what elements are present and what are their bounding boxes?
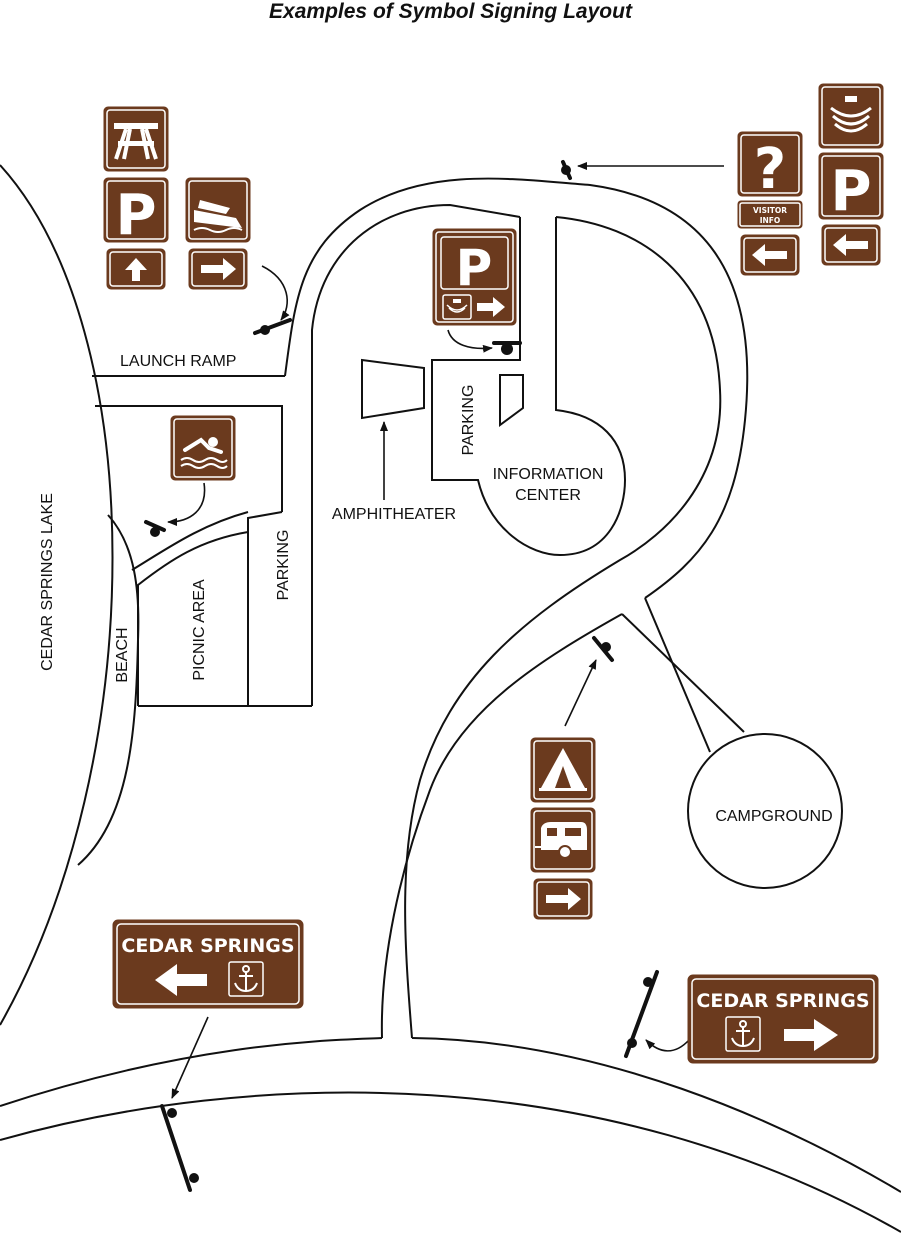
- arrow-left-icon: [821, 224, 881, 266]
- guide-sign-right: CEDAR SPRINGS: [687, 974, 879, 1064]
- parking-center-label: PARKING: [460, 385, 477, 456]
- cedar-springs-lake: [0, 164, 114, 1026]
- guide-sign-right-text: CEDAR SPRINGS: [696, 990, 869, 1012]
- arrow-right-icon: [188, 248, 248, 290]
- launch-ramp-label: LAUNCH RAMP: [120, 353, 236, 370]
- page-title: Examples of Symbol Signing Layout: [269, 0, 632, 23]
- main-road-outer: [284, 177, 749, 599]
- svg-text:INFO: INFO: [760, 216, 781, 225]
- beach-area: [77, 514, 140, 866]
- svg-text:P: P: [456, 239, 493, 297]
- picnic-area-label: PICNIC AREA: [191, 579, 208, 681]
- sign-post-icon: [561, 160, 572, 180]
- highway: [0, 1037, 383, 1107]
- svg-text:VISITOR: VISITOR: [753, 206, 787, 215]
- svg-text:?: ?: [754, 137, 786, 202]
- sign-post-icon: [144, 520, 166, 537]
- arrow-right-icon: [784, 1019, 838, 1051]
- question-icon: ?: [737, 131, 803, 202]
- camping-tent-icon: [530, 737, 596, 803]
- amphitheater-label: AMPHITHEATER: [332, 506, 456, 523]
- information-center-label-2: CENTER: [515, 487, 581, 504]
- campground-area: [687, 733, 843, 889]
- guide-sign-left-text: CEDAR SPRINGS: [121, 935, 294, 957]
- parking-icon: P: [103, 177, 169, 248]
- arrow-right-icon: [533, 878, 593, 920]
- beach-label: BEACH: [114, 627, 131, 682]
- svg-text:P: P: [830, 159, 871, 224]
- amphitheater: [361, 358, 425, 420]
- arrow-left-icon: [155, 964, 207, 996]
- sign-post-icon: [160, 1104, 199, 1192]
- parking-left-label: PARKING: [275, 530, 292, 601]
- arrow-up-icon: [106, 248, 166, 290]
- parking-info-sign: P: [432, 228, 517, 326]
- anchor-icon: [228, 961, 264, 997]
- information-center-area: [431, 217, 627, 557]
- visitor-info-icon: [818, 83, 884, 149]
- lake-label: CEDAR SPRINGS LAKE: [39, 493, 56, 671]
- main-road-inner: [311, 203, 521, 706]
- sign-post-icon: [492, 341, 522, 355]
- guide-sign-left: CEDAR SPRINGS: [112, 919, 304, 1009]
- sign-post-icon: [253, 318, 292, 335]
- arrow-left-icon: [740, 234, 800, 276]
- swimming-icon: [170, 415, 236, 481]
- sign-post-icon: [624, 970, 659, 1058]
- left-parking-lot: [247, 511, 283, 705]
- sign-post-icon: [592, 636, 614, 662]
- picnic-table-icon: [103, 106, 169, 172]
- visitor-info-plaque: VISITOR INFO: [737, 200, 803, 229]
- boat-launch-icon: [185, 177, 251, 243]
- visitor-info-icon: [442, 294, 472, 320]
- svg-text:P: P: [115, 183, 156, 248]
- information-center-label-1: INFORMATION: [493, 466, 604, 483]
- anchor-icon: [725, 1016, 761, 1052]
- trailer-camping-icon: [530, 807, 596, 873]
- parking-icon: P: [818, 152, 884, 224]
- campground-label: CAMPGROUND: [715, 808, 832, 825]
